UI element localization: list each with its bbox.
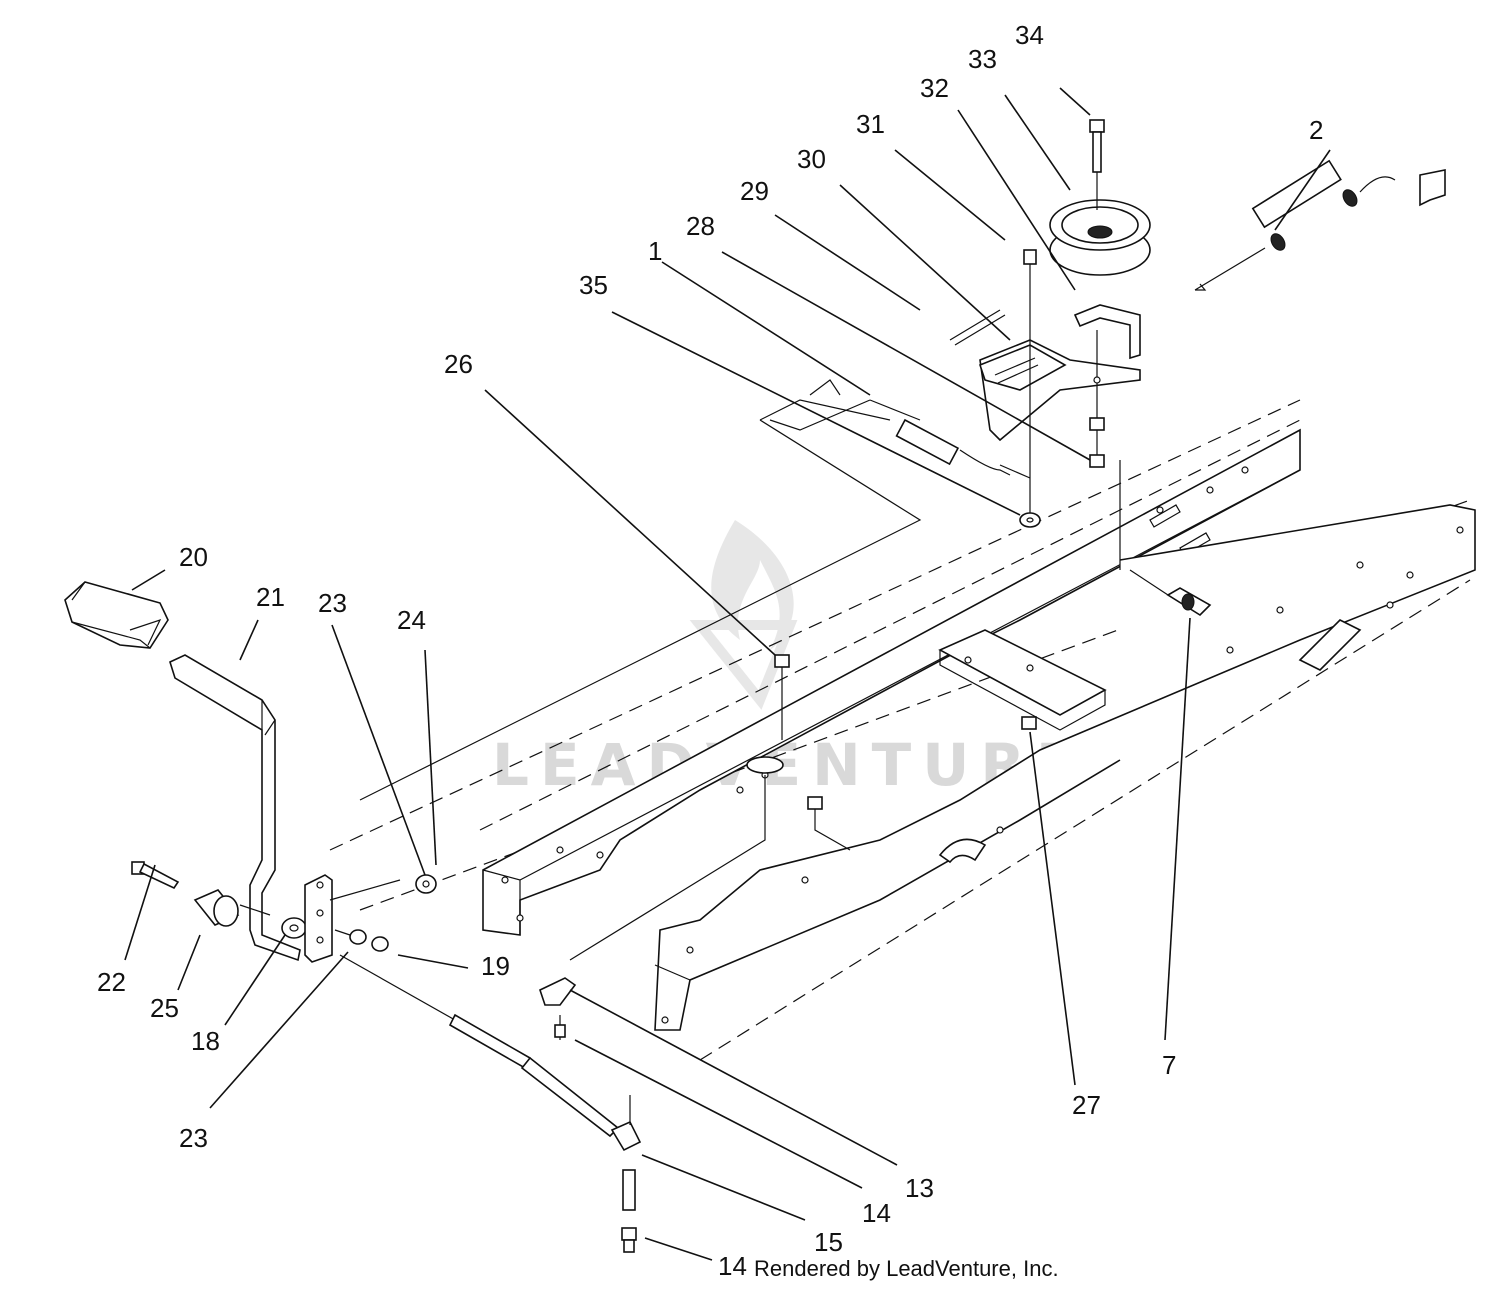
rod-clip	[539, 977, 577, 1040]
callout-20: 20	[179, 542, 208, 572]
callout-14-mid: 14	[862, 1198, 891, 1228]
cross-bracket	[938, 629, 1107, 731]
callout-28: 28	[686, 211, 715, 241]
leader-lines	[124, 87, 1331, 1261]
callout-14-bottom: 14	[718, 1251, 747, 1281]
callout-13: 13	[905, 1173, 934, 1203]
pivot-bracket	[304, 874, 333, 963]
rod-pin	[621, 1169, 637, 1253]
center-nuts	[569, 654, 1037, 961]
render-credit: Rendered by LeadVenture, Inc.	[754, 1256, 1059, 1281]
shoulder-bolt	[1089, 119, 1105, 210]
callout-18: 18	[191, 1026, 220, 1056]
idler-pulley	[1049, 199, 1151, 276]
callout-labels: 34 33 32 31 30 29 28 1 35 2 26 20 21 23 …	[97, 20, 1323, 1281]
callout-34: 34	[1015, 20, 1044, 50]
callout-29: 29	[740, 176, 769, 206]
pedal-washers	[329, 874, 437, 952]
callout-25: 25	[150, 993, 179, 1023]
callout-15: 15	[814, 1227, 843, 1257]
upper-nuts	[1089, 330, 1105, 468]
washer	[1019, 512, 1041, 528]
callout-1: 1	[648, 236, 662, 266]
pivot-bushing	[281, 917, 307, 939]
pulley-bracket	[1073, 304, 1141, 360]
extension-spring-right	[1194, 159, 1446, 291]
callout-32: 32	[920, 73, 949, 103]
callout-22: 22	[97, 967, 126, 997]
carriage-bolt	[1023, 249, 1037, 520]
right-channel-rail	[654, 504, 1476, 1031]
phantom-pedal-path	[359, 379, 922, 801]
spacer	[193, 889, 271, 927]
callout-23-top: 23	[318, 588, 347, 618]
extension-spring-left	[769, 399, 1031, 479]
idler-bracket-plate	[949, 309, 1141, 442]
callout-24: 24	[397, 605, 426, 635]
callout-31: 31	[856, 109, 885, 139]
pedal-bolt	[131, 861, 180, 890]
callout-19: 19	[481, 951, 510, 981]
brake-rod	[339, 954, 642, 1152]
callout-7: 7	[1162, 1050, 1176, 1080]
safety-switch	[1119, 460, 1212, 617]
callout-33: 33	[968, 44, 997, 74]
callout-26: 26	[444, 349, 473, 379]
pedal-pad	[64, 581, 169, 649]
brake-pedal-arm	[169, 654, 301, 962]
callout-27: 27	[1072, 1090, 1101, 1120]
callout-30: 30	[797, 144, 826, 174]
watermark-logo	[689, 520, 798, 710]
callout-2: 2	[1309, 115, 1323, 145]
callout-35: 35	[579, 270, 608, 300]
callout-23-bottom: 23	[179, 1123, 208, 1153]
callout-21: 21	[256, 582, 285, 612]
frame-outline	[329, 399, 1471, 1061]
